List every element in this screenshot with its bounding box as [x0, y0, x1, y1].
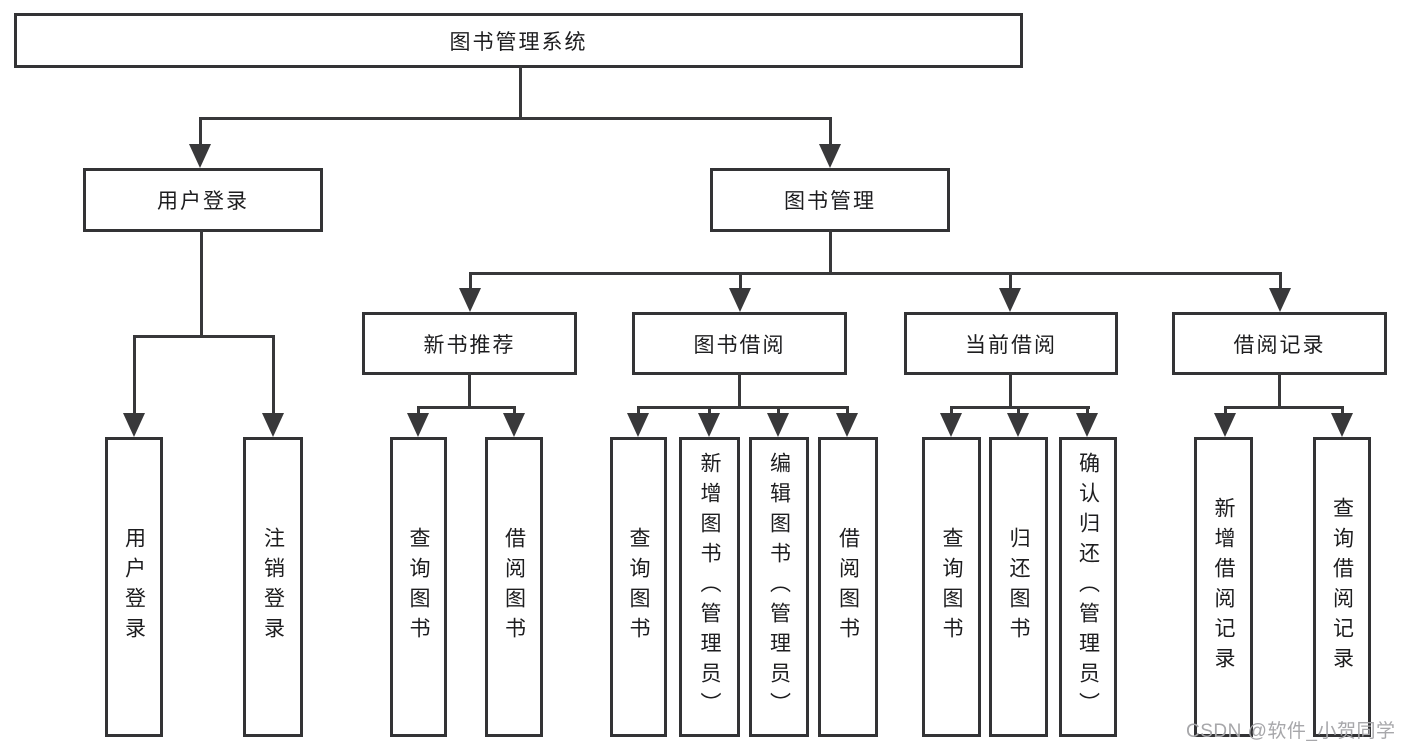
connector-root-rail — [199, 117, 832, 120]
connector-stem — [950, 406, 953, 416]
connector-stem — [739, 272, 742, 290]
leaf-add-borrow-record: 新增借阅记录 — [1194, 437, 1253, 737]
connector-book-mgmt-rail — [469, 272, 1282, 275]
connector-stem — [846, 406, 849, 416]
node-label: 查询图书 — [940, 527, 963, 647]
node-label: 图书借阅 — [693, 333, 786, 357]
leaf-query-books-current: 查询图书 — [922, 437, 981, 737]
arrowhead-down — [1007, 413, 1029, 437]
node-label: 查询图书 — [627, 527, 650, 647]
node-library-management-system: 图书管理系统 — [14, 13, 1023, 68]
node-label: 图书管理系统 — [449, 30, 588, 54]
arrowhead-down — [1076, 413, 1098, 437]
node-label: 借阅记录 — [1233, 333, 1326, 357]
leaf-query-books-recommend: 查询图书 — [390, 437, 447, 737]
leaf-user-login: 用户登录 — [105, 437, 163, 737]
arrowhead-down — [819, 144, 841, 168]
node-borrowing-records: 借阅记录 — [1172, 312, 1387, 375]
node-label: 归还图书 — [1007, 527, 1030, 647]
node-label: 查询借阅记录 — [1330, 497, 1354, 677]
connector-user-login-rail — [133, 335, 275, 338]
arrowhead-down — [999, 288, 1021, 312]
node-label: 注销登录 — [261, 527, 285, 647]
connector-stem — [1224, 406, 1227, 416]
connector-stem — [738, 373, 741, 408]
connector-rail — [417, 406, 516, 409]
connector-stem — [417, 406, 420, 416]
node-label: 用户登录 — [122, 527, 146, 647]
leaf-confirm-return-admin: 确认归还（管理员） — [1059, 437, 1117, 737]
arrowhead-down — [407, 413, 429, 437]
node-label: 新增图书（管理员） — [698, 452, 721, 722]
node-user-login: 用户登录 — [83, 168, 323, 232]
node-label: 确认归还（管理员） — [1076, 452, 1100, 722]
connector-stem — [1017, 406, 1020, 416]
connector-book-mgmt-stem — [829, 230, 832, 274]
connector-user-login-stem — [200, 230, 203, 337]
connector-stem — [272, 335, 275, 415]
arrowhead-down — [698, 413, 720, 437]
arrowhead-down — [1331, 413, 1353, 437]
node-label: 查询图书 — [407, 527, 430, 647]
arrowhead-down — [836, 413, 858, 437]
leaf-borrow-books-recommend: 借阅图书 — [485, 437, 543, 737]
leaf-logout: 注销登录 — [243, 437, 303, 737]
arrowhead-down — [1214, 413, 1236, 437]
connector-rail — [1224, 406, 1344, 409]
node-label: 当前借阅 — [965, 333, 1057, 357]
node-new-book-recommendation: 新书推荐 — [362, 312, 577, 375]
arrowhead-down — [767, 413, 789, 437]
connector-stem — [829, 117, 832, 147]
connector-root-stem — [519, 66, 522, 119]
node-book-management: 图书管理 — [710, 168, 950, 232]
connector-stem — [513, 406, 516, 416]
leaf-query-borrow-record: 查询借阅记录 — [1313, 437, 1371, 737]
leaf-edit-books-admin: 编辑图书（管理员） — [749, 437, 809, 737]
arrowhead-down — [189, 144, 211, 168]
leaf-borrow-books: 借阅图书 — [818, 437, 878, 737]
connector-stem — [708, 406, 711, 416]
arrowhead-down — [627, 413, 649, 437]
connector-stem — [468, 373, 471, 408]
connector-stem — [1009, 272, 1012, 290]
connector-stem — [1341, 406, 1344, 416]
connector-stem — [133, 335, 136, 415]
node-label: 借阅图书 — [502, 527, 526, 647]
leaf-query-books-borrowing: 查询图书 — [610, 437, 667, 737]
node-label: 用户登录 — [157, 190, 249, 213]
node-label: 编辑图书（管理员） — [767, 452, 791, 722]
arrowhead-down — [729, 288, 751, 312]
connector-stem — [1279, 272, 1282, 290]
arrowhead-down — [262, 413, 284, 437]
arrowhead-down — [1269, 288, 1291, 312]
node-book-borrowing: 图书借阅 — [632, 312, 847, 375]
connector-stem — [1278, 373, 1281, 408]
node-label: 新增借阅记录 — [1212, 497, 1235, 677]
arrowhead-down — [503, 413, 525, 437]
arrowhead-down — [123, 413, 145, 437]
node-label: 借阅图书 — [836, 527, 860, 647]
arrowhead-down — [459, 288, 481, 312]
node-label: 新书推荐 — [423, 333, 516, 357]
connector-stem — [1086, 406, 1089, 416]
connector-stem — [637, 406, 640, 416]
connector-stem — [199, 117, 202, 147]
connector-stem — [469, 272, 472, 290]
leaf-add-books-admin: 新增图书（管理员） — [679, 437, 740, 737]
csdn-watermark: CSDN @软件_小贺同学 — [1186, 721, 1396, 742]
connector-rail — [950, 406, 1090, 409]
node-label: 图书管理 — [784, 190, 876, 213]
node-current-borrowing: 当前借阅 — [904, 312, 1118, 375]
connector-rail — [637, 406, 849, 409]
leaf-return-books: 归还图书 — [989, 437, 1048, 737]
connector-stem — [777, 406, 780, 416]
connector-stem — [1009, 373, 1012, 408]
arrowhead-down — [940, 413, 962, 437]
